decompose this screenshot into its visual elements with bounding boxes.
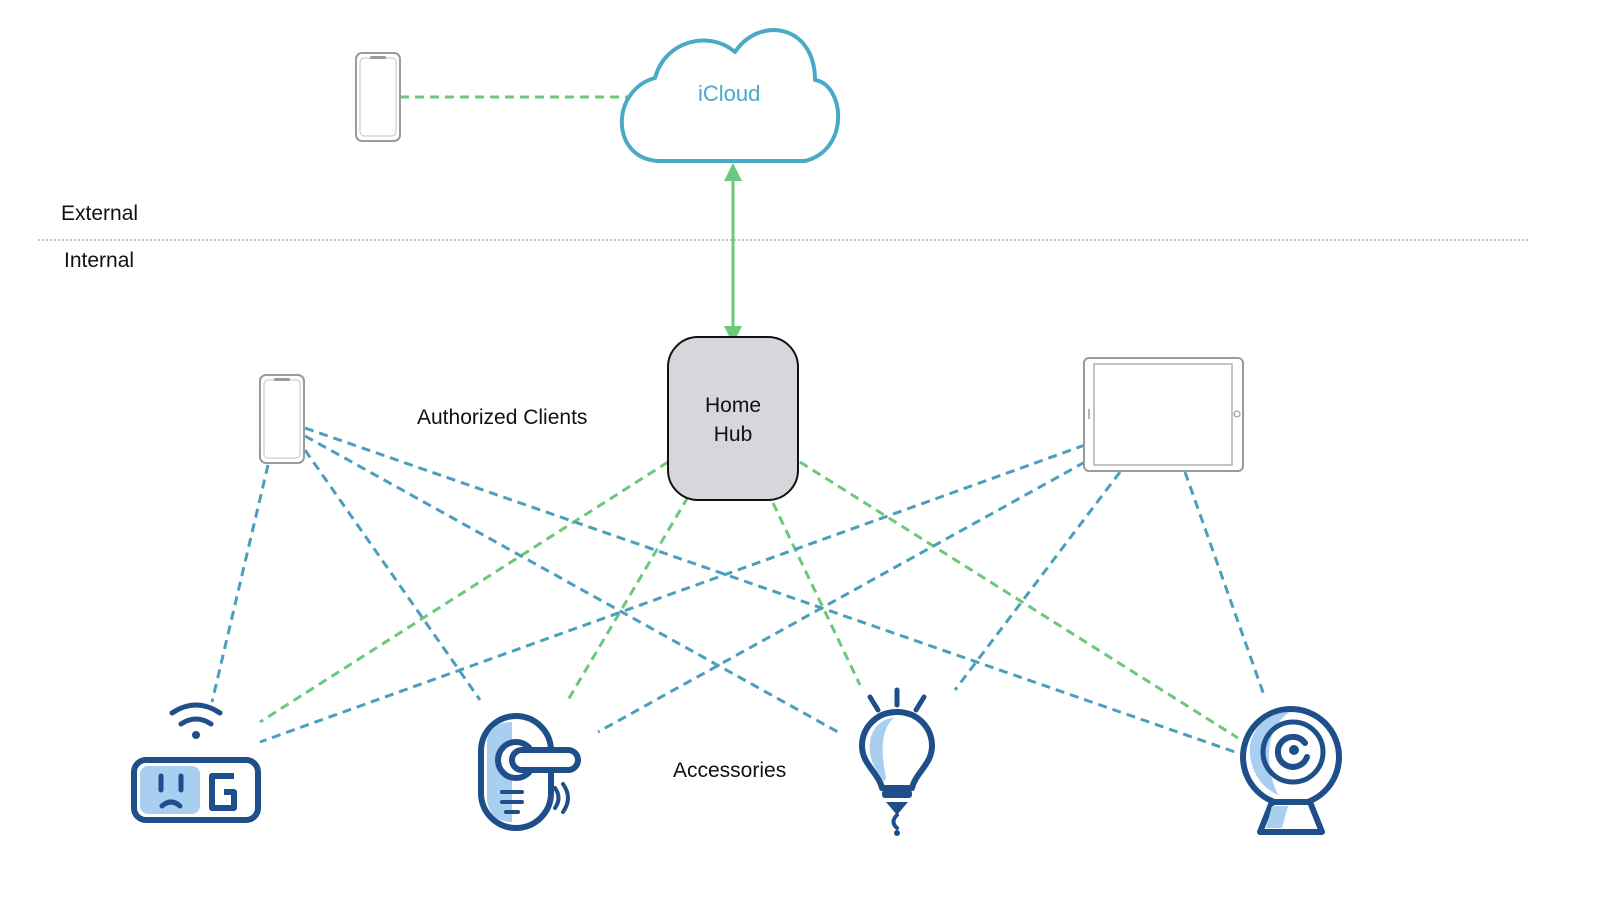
phone-plug-link: [210, 464, 270, 703]
door-lock-icon: [478, 713, 581, 831]
external-zone-label: External: [61, 202, 139, 225]
light-bulb-icon: [859, 687, 935, 836]
phone-bulb-link: [304, 434, 839, 734]
home-hub-box: [667, 336, 799, 501]
home-hub-label: Home Hub: [668, 391, 798, 449]
home-hub-line1: Home: [704, 394, 762, 417]
authorized-clients-label: Authorized Clients: [417, 406, 588, 429]
hub-camera-link: [799, 460, 1239, 740]
client-phone-icon: [259, 374, 305, 464]
hub-bulb-link: [771, 502, 862, 686]
hub-links: [259, 460, 1239, 740]
tablet-camera-link: [1183, 471, 1267, 699]
external-phone-icon: [355, 52, 401, 142]
hub-plug-link: [259, 460, 669, 724]
accessories-label: Accessories: [673, 759, 787, 782]
tablet-plug-link: [259, 443, 1086, 744]
tablet-lock-link: [597, 460, 1086, 734]
smart-plug-icon: [131, 702, 261, 823]
tablet-bulb-link: [953, 471, 1122, 691]
internal-zone-label: Internal: [64, 249, 135, 272]
phone-lock-link: [303, 449, 482, 701]
client-tablet-icon: [1083, 357, 1244, 472]
hub-lock-link: [566, 496, 690, 701]
cloud-icon: [619, 28, 841, 163]
icloud-label: iCloud: [698, 81, 761, 106]
camera-icon: [1240, 706, 1342, 835]
client-links: [210, 426, 1267, 754]
home-hub-line2: Hub: [713, 423, 753, 446]
